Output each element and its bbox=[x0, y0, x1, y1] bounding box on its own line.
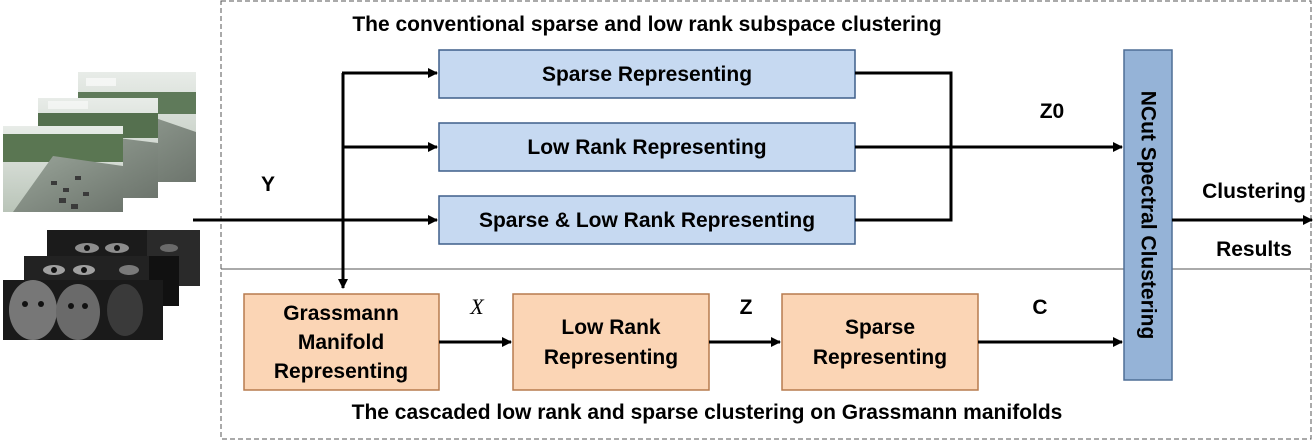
output-label-line2: Results bbox=[1216, 238, 1292, 261]
top-section-frame bbox=[220, 0, 1312, 270]
face-image-stack bbox=[3, 230, 200, 340]
low-rank-representing-box-bottom: Low Rank Representing bbox=[512, 293, 710, 391]
edge-label-z0: Z0 bbox=[1040, 100, 1065, 123]
bottom-low-rank-label-line2: Representing bbox=[544, 346, 678, 369]
input-label-y: Y bbox=[261, 173, 275, 196]
edge-label-c: C bbox=[1032, 296, 1047, 319]
edge-label-z: Z bbox=[740, 296, 753, 319]
grassmann-manifold-box: Grassmann Manifold Representing bbox=[243, 293, 440, 391]
low-rank-representing-label: Low Rank Representing bbox=[527, 136, 766, 159]
bottom-sparse-label-line2: Representing bbox=[813, 346, 947, 369]
bottom-section-title: The cascaded low rank and sparse cluster… bbox=[352, 401, 1063, 424]
traffic-image-stack bbox=[3, 72, 196, 212]
low-rank-representing-box: Low Rank Representing bbox=[438, 122, 856, 172]
grassmann-label-line3: Representing bbox=[274, 360, 408, 383]
top-section-title: The conventional sparse and low rank sub… bbox=[352, 13, 941, 36]
sparse-low-rank-representing-box: Sparse & Low Rank Representing bbox=[438, 195, 856, 245]
bottom-low-rank-label-line1: Low Rank bbox=[561, 316, 660, 339]
edge-label-x: X bbox=[469, 294, 485, 319]
sparse-representing-box: Sparse Representing bbox=[438, 49, 856, 99]
sparse-low-rank-representing-label: Sparse & Low Rank Representing bbox=[479, 209, 815, 232]
output-label-line1: Clustering bbox=[1202, 180, 1306, 203]
sparse-representing-box-bottom: Sparse Representing bbox=[781, 293, 979, 391]
ncut-spectral-clustering-box: NCut Spectral Clustering bbox=[1123, 49, 1173, 381]
bottom-section-frame bbox=[220, 268, 1312, 440]
bottom-sparse-label-line1: Sparse bbox=[845, 316, 915, 339]
ncut-label: NCut Spectral Clustering bbox=[1137, 91, 1160, 340]
grassmann-label-line2: Manifold bbox=[298, 331, 384, 354]
grassmann-label-line1: Grassmann bbox=[283, 302, 399, 325]
sparse-representing-label: Sparse Representing bbox=[542, 63, 752, 86]
